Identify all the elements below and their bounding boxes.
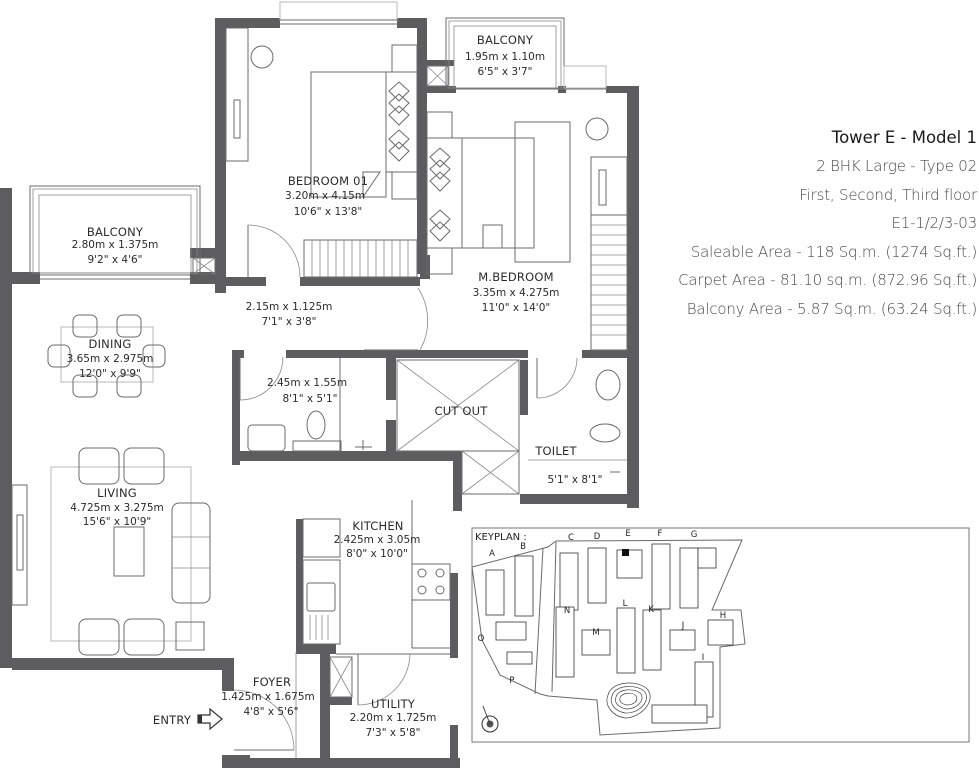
svg-text:C: C xyxy=(568,533,574,543)
living-name: LIVING xyxy=(97,486,137,500)
north-compass-icon xyxy=(481,705,499,733)
living-imperial: 15'6" x 10'9" xyxy=(83,516,151,528)
bedroom01-name: BEDROOM 01 xyxy=(288,174,368,188)
svg-text:H: H xyxy=(720,611,726,621)
svg-text:L: L xyxy=(623,599,628,609)
foyer-door xyxy=(233,652,297,758)
mbedroom-name: M.BEDROOM xyxy=(478,270,553,284)
svg-text:F: F xyxy=(658,529,663,539)
utility-name: UTILITY xyxy=(371,697,416,711)
toilet-fixtures xyxy=(528,357,627,473)
mbedroom-metric: 3.35m x 4.275m xyxy=(473,287,560,299)
kitchen-imperial: 8'0" x 10'0" xyxy=(346,548,408,560)
balcony-top-name: BALCONY xyxy=(477,33,534,47)
cutout-name: CUT OUT xyxy=(434,404,488,418)
dining-name: DINING xyxy=(89,337,132,351)
mbedroom-imperial: 11'0" x 14'0" xyxy=(482,302,550,314)
highlighted-tower-marker xyxy=(622,549,629,556)
balcony-left-metric: 2.80m x 1.375m xyxy=(72,239,159,251)
unit-title: Tower E - Model 1 xyxy=(831,128,977,147)
bedroom01-metric: 3.20m x 4.15m xyxy=(285,190,365,202)
room-labels: BALCONY 1.95m x 1.10m 6'5" x 3'7" BEDROO… xyxy=(67,33,603,739)
entry-arrow-icon xyxy=(197,707,223,731)
svg-text:B: B xyxy=(520,542,526,552)
balcony-left-name: BALCONY xyxy=(87,225,144,239)
mound-contours xyxy=(606,682,651,719)
svg-text:N: N xyxy=(564,606,570,616)
keyplan-title: KEYPLAN : xyxy=(475,532,527,543)
bedroom01-furniture xyxy=(225,27,418,278)
living-furniture xyxy=(50,447,211,656)
svg-text:O: O xyxy=(478,634,485,644)
foyer-name: FOYER xyxy=(253,675,291,689)
svg-text:A: A xyxy=(489,549,495,559)
bedroom01-imperial: 10'6" x 13'8" xyxy=(294,206,362,218)
unit-type: 2 BHK Large - Type 02 xyxy=(816,157,977,175)
balcony-top-metric: 1.95m x 1.10m xyxy=(465,51,545,63)
unit-floors: First, Second, Third floor xyxy=(799,185,977,204)
passage-imperial: 7'1" x 3'8" xyxy=(261,316,316,328)
walls xyxy=(0,18,639,768)
foyer-metric: 1.425m x 1.675m xyxy=(221,691,314,703)
bath-fixtures xyxy=(239,356,372,452)
toilet-name: TOILET xyxy=(534,444,577,458)
svg-text:G: G xyxy=(691,530,698,540)
svg-text:E: E xyxy=(625,529,630,539)
keyplan: KEYPLAN : xyxy=(471,527,970,743)
svg-text:K: K xyxy=(648,605,654,615)
kitchen-name: KITCHEN xyxy=(352,519,403,533)
cutout-area xyxy=(396,359,520,495)
toilet-imperial: 5'1" x 8'1" xyxy=(547,474,602,486)
carpet-area: Carpet Area - 81.10 sq.m. (872.96 Sq.ft.… xyxy=(678,271,977,289)
balcony-left-imperial: 9'2" x 4'6" xyxy=(87,254,142,266)
svg-text:M: M xyxy=(592,628,599,638)
dining-imperial: 12'0" x 9'9" xyxy=(79,368,141,380)
mbedroom-furniture xyxy=(364,111,628,351)
bath-imperial: 8'1" x 5'1" xyxy=(282,393,337,405)
balcony-area: Balcony Area - 5.87 Sq.m. (63.24 Sq.ft.) xyxy=(686,299,977,318)
passage-metric: 2.15m x 1.125m xyxy=(246,301,333,313)
svg-text:D: D xyxy=(594,532,601,542)
utility-metric: 2.20m x 1.725m xyxy=(350,712,437,724)
utility-imperial: 7'3" x 5'8" xyxy=(365,727,420,739)
svg-text:P: P xyxy=(509,676,514,686)
bath-metric: 2.45m x 1.55m xyxy=(267,377,347,389)
dining-metric: 3.65m x 2.975m xyxy=(67,353,154,365)
unit-info-panel: Tower E - Model 1 2 BHK Large - Type 02 … xyxy=(678,124,977,323)
dining-furniture xyxy=(47,314,166,398)
svg-text:I: I xyxy=(702,653,705,663)
windows xyxy=(11,1,607,606)
entry-label: ENTRY xyxy=(153,713,192,727)
kitchen-fixtures xyxy=(302,500,451,706)
saleable-area: Saleable Area - 118 Sq.m. (1274 Sq.ft.) xyxy=(690,242,977,261)
living-metric: 4.725m x 3.275m xyxy=(70,502,163,514)
unit-code: E1-1/2/3-03 xyxy=(891,214,978,232)
balcony-top-imperial: 6'5" x 3'7" xyxy=(477,66,532,78)
foyer-imperial: 4'8" x 5'6" xyxy=(243,706,298,718)
kitchen-metric: 2.425m x 3.05m xyxy=(334,534,421,546)
svg-text:J: J xyxy=(681,621,685,631)
